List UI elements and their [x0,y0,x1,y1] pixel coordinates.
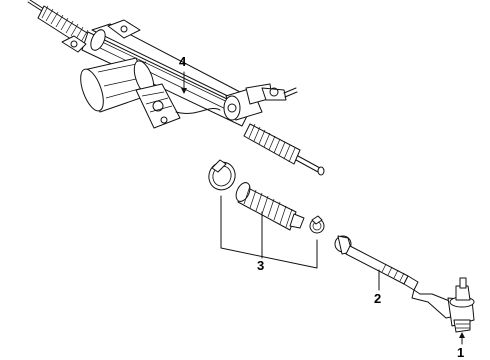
rack-housing [61,19,251,127]
callout-1: 1 [457,345,464,360]
callout-4: 4 [179,54,187,69]
bellows-boot [235,182,305,231]
boot-clamp-small [309,215,325,234]
group-bracket [220,195,318,269]
outer-tie-rod-end [411,277,475,333]
steering-rack-assembly [27,0,325,176]
leader-arrow-1 [459,332,465,338]
right-bellows-boot [243,123,301,165]
inner-tie-rod [334,235,419,291]
assist-motor [80,57,221,129]
leader-arrow-4 [181,88,187,94]
callout-2: 2 [374,291,381,306]
boot-clamp-large [208,159,236,191]
pinion-housing [223,83,298,121]
callout-3: 3 [257,258,264,273]
